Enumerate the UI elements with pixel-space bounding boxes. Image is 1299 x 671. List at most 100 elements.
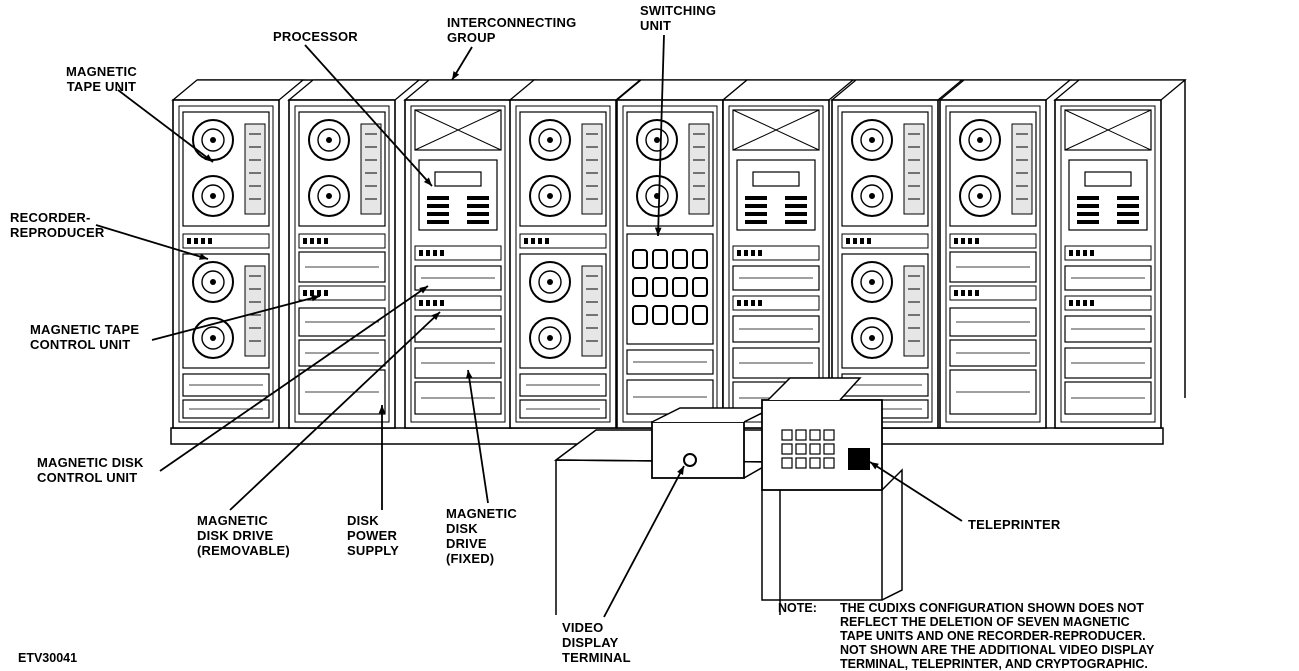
tape-head-block xyxy=(582,124,602,214)
tape-reel-spindle xyxy=(547,193,553,199)
control-button xyxy=(317,238,321,244)
leader-line xyxy=(604,466,684,617)
tape-reel-spindle xyxy=(547,279,553,285)
control-button xyxy=(1076,300,1080,306)
processor-indicator xyxy=(1077,196,1099,200)
teleprinter-key xyxy=(796,444,806,454)
control-button xyxy=(433,250,437,256)
control-button xyxy=(853,238,857,244)
control-button xyxy=(419,300,423,306)
control-button xyxy=(751,250,755,256)
control-button xyxy=(737,300,741,306)
note-line: TERMINAL, TELEPRINTER, AND CRYPTOGRAPHIC… xyxy=(840,657,1154,671)
equipment-racks xyxy=(171,80,1185,444)
control-button xyxy=(201,238,205,244)
tape-reel-spindle xyxy=(869,193,875,199)
processor-indicator xyxy=(427,212,449,216)
video-display-knob xyxy=(684,454,696,466)
processor-indicator xyxy=(785,220,807,224)
tape-head-block xyxy=(904,266,924,356)
video-display-body xyxy=(652,422,744,478)
switch-key xyxy=(673,306,687,324)
tape-head-block xyxy=(1012,124,1032,214)
processor-indicator xyxy=(1077,212,1099,216)
control-button xyxy=(426,250,430,256)
switch-key xyxy=(693,278,707,296)
switch-key xyxy=(653,250,667,268)
note-line: TAPE UNITS AND ONE RECORDER-REPRODUCER. xyxy=(840,629,1154,643)
label-magnetic-tape-unit: MAGNETIC TAPE UNIT xyxy=(66,64,137,94)
teleprinter-key xyxy=(824,458,834,468)
control-button xyxy=(531,238,535,244)
tape-reel-spindle xyxy=(326,193,332,199)
label-magnetic-disk-drive-removable: MAGNETIC DISK DRIVE (REMOVABLE) xyxy=(197,513,290,558)
figure-code: ETV30041 xyxy=(18,651,77,665)
control-button xyxy=(758,300,762,306)
control-button xyxy=(419,250,423,256)
control-button xyxy=(1090,250,1094,256)
label-processor: PROCESSOR xyxy=(273,29,358,44)
control-button xyxy=(317,290,321,296)
control-button xyxy=(324,238,328,244)
control-button xyxy=(1076,250,1080,256)
processor-indicator xyxy=(467,212,489,216)
processor-panel xyxy=(737,160,815,230)
control-button xyxy=(751,300,755,306)
control-button xyxy=(744,300,748,306)
rack-top xyxy=(289,80,419,100)
processor-indicator xyxy=(785,212,807,216)
teleprinter-key xyxy=(782,444,792,454)
rack-top xyxy=(173,80,303,100)
processor-indicator xyxy=(427,220,449,224)
tape-reel-spindle xyxy=(210,193,216,199)
tape-reel-spindle xyxy=(869,279,875,285)
teleprinter-key xyxy=(796,458,806,468)
processor-indicator xyxy=(745,220,767,224)
label-magnetic-disk-control-unit: MAGNETIC DISK CONTROL UNIT xyxy=(37,455,144,485)
table-legs xyxy=(556,460,780,615)
label-video-display-terminal: VIDEO DISPLAY TERMINAL xyxy=(562,620,631,665)
tape-reel-spindle xyxy=(654,137,660,143)
note-line: THE CUDIXS CONFIGURATION SHOWN DOES NOT xyxy=(840,601,1154,615)
tape-head-block xyxy=(904,124,924,214)
control-button xyxy=(954,238,958,244)
tape-reel-spindle xyxy=(210,335,216,341)
tape-reel-spindle xyxy=(326,137,332,143)
note-line: REFLECT THE DELETION OF SEVEN MAGNETIC xyxy=(840,615,1154,629)
control-button xyxy=(524,238,528,244)
label-teleprinter: TELEPRINTER xyxy=(968,517,1060,532)
rack-cabinet xyxy=(940,80,1070,428)
switch-key xyxy=(673,250,687,268)
control-button xyxy=(975,238,979,244)
control-button xyxy=(867,238,871,244)
switch-key xyxy=(693,250,707,268)
control-button xyxy=(1083,300,1087,306)
control-button xyxy=(744,250,748,256)
control-button xyxy=(758,250,762,256)
note-line: NOT SHOWN ARE THE ADDITIONAL VIDEO DISPL… xyxy=(840,643,1154,657)
tape-reel-spindle xyxy=(977,137,983,143)
switch-key xyxy=(633,278,647,296)
processor-indicator xyxy=(785,196,807,200)
control-button xyxy=(310,238,314,244)
label-magnetic-tape-control-unit: MAGNETIC TAPE CONTROL UNIT xyxy=(30,322,139,352)
control-button xyxy=(194,238,198,244)
tape-reel-spindle xyxy=(869,137,875,143)
control-button xyxy=(968,290,972,296)
control-button xyxy=(1090,300,1094,306)
processor-indicator xyxy=(785,204,807,208)
control-button xyxy=(1069,250,1073,256)
control-button xyxy=(961,290,965,296)
tape-reel-spindle xyxy=(977,193,983,199)
control-button xyxy=(737,250,741,256)
switch-key xyxy=(653,278,667,296)
teleprinter-key xyxy=(810,458,820,468)
control-button xyxy=(975,290,979,296)
processor-indicator xyxy=(467,220,489,224)
tape-reel-spindle xyxy=(210,279,216,285)
control-button xyxy=(187,238,191,244)
rack-top xyxy=(832,80,962,100)
control-button xyxy=(1069,300,1073,306)
rack-top xyxy=(1055,80,1185,100)
